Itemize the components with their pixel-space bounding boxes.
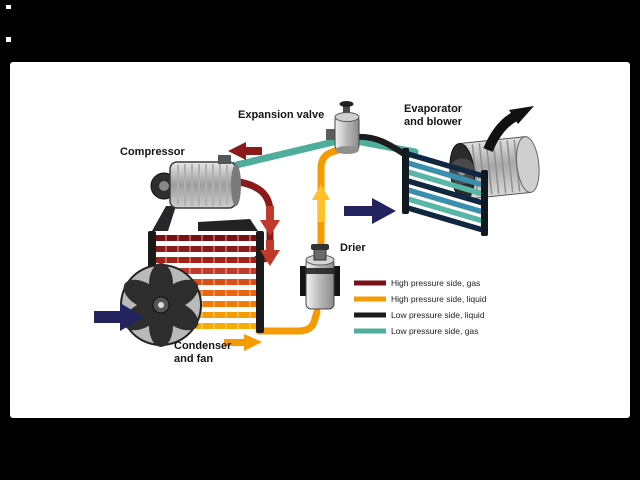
condenser-top-bracket <box>198 219 258 231</box>
evaporator-tube <box>405 205 486 233</box>
label-expansion-valve: Expansion valve <box>238 109 324 121</box>
video-artifact <box>6 5 11 9</box>
drier-fitting <box>313 248 327 261</box>
legend-label: High pressure side, liquid <box>391 294 487 304</box>
fan-hub-center <box>158 302 164 308</box>
label-compressor: Compressor <box>120 146 186 158</box>
evaporator-coil <box>402 148 488 236</box>
valve-bottom <box>335 146 359 154</box>
evaporator-tube <box>405 178 486 206</box>
drier-band <box>306 268 334 274</box>
evaporator-tubes <box>405 151 486 233</box>
legend-label: Low pressure side, gas <box>391 326 478 336</box>
drier-cap <box>311 244 329 250</box>
label-condenser-line2: and fan <box>174 353 213 365</box>
compressor-ridges <box>177 164 228 206</box>
air-arrow-blower-out <box>483 106 534 153</box>
label-evaporator-line1: Evaporator <box>404 103 463 115</box>
flow-arrow-discharge-down-2 <box>260 240 280 266</box>
flow-arrow-liquid-right <box>224 334 262 351</box>
valve-side-nut <box>326 129 336 140</box>
label-drier: Drier <box>340 242 366 254</box>
flow-arrows <box>224 142 330 351</box>
pipe-high-pressure-liquid-riser <box>317 145 345 262</box>
legend-item-high-pressure-liquid: High pressure side, liquid <box>354 294 487 304</box>
evaporator-tube <box>405 160 486 188</box>
legend-item-low-pressure-liquid: Low pressure side, liquid <box>354 310 485 320</box>
evaporator-left-header <box>402 148 409 214</box>
drier <box>300 244 340 310</box>
condenser-right-header <box>256 231 264 333</box>
pipe-high-pressure-liquid-lower <box>255 308 321 335</box>
compressor <box>150 155 241 231</box>
expansion-valve <box>326 101 360 154</box>
drier-body <box>305 258 335 310</box>
legend-item-low-pressure-gas: Low pressure side, gas <box>354 326 478 336</box>
condenser-fan <box>120 263 202 347</box>
labels: Compressor Expansion valve Evaporator an… <box>120 103 463 365</box>
label-condenser-line1: Condenser <box>174 340 232 352</box>
fan-blades <box>123 263 199 347</box>
evaporator-tube <box>405 151 486 179</box>
evaporator-tube <box>405 196 486 224</box>
legend-label: High pressure side, gas <box>391 278 480 288</box>
valve-stem <box>343 104 350 118</box>
compressor-pulley-hub <box>159 181 169 191</box>
air-arrow-into-evaporator <box>344 198 396 224</box>
video-artifact <box>6 37 11 42</box>
legend: High pressure side, gas High pressure si… <box>354 278 487 336</box>
flow-arrow-discharge-down-1 <box>260 206 280 236</box>
compressor-end-cap <box>231 164 241 206</box>
air-arrow-into-condenser-fan <box>94 303 144 331</box>
air-arrows <box>94 106 534 331</box>
valve-stem-cap <box>339 101 354 107</box>
label-evaporator-line2: and blower <box>404 116 463 128</box>
compressor-fitting <box>218 155 231 164</box>
evaporator-tube <box>405 169 486 197</box>
valve-top <box>334 112 360 122</box>
flow-arrow-liquid-up <box>312 184 330 222</box>
flow-arrow-suction-left <box>228 142 262 160</box>
evaporator-right-header <box>481 170 488 236</box>
legend-label: Low pressure side, liquid <box>391 310 485 320</box>
blower-right-cap <box>515 136 540 193</box>
legend-item-high-pressure-gas: High pressure side, gas <box>354 278 480 288</box>
compressor-bracket <box>152 206 176 231</box>
evaporator-tube <box>405 187 486 215</box>
